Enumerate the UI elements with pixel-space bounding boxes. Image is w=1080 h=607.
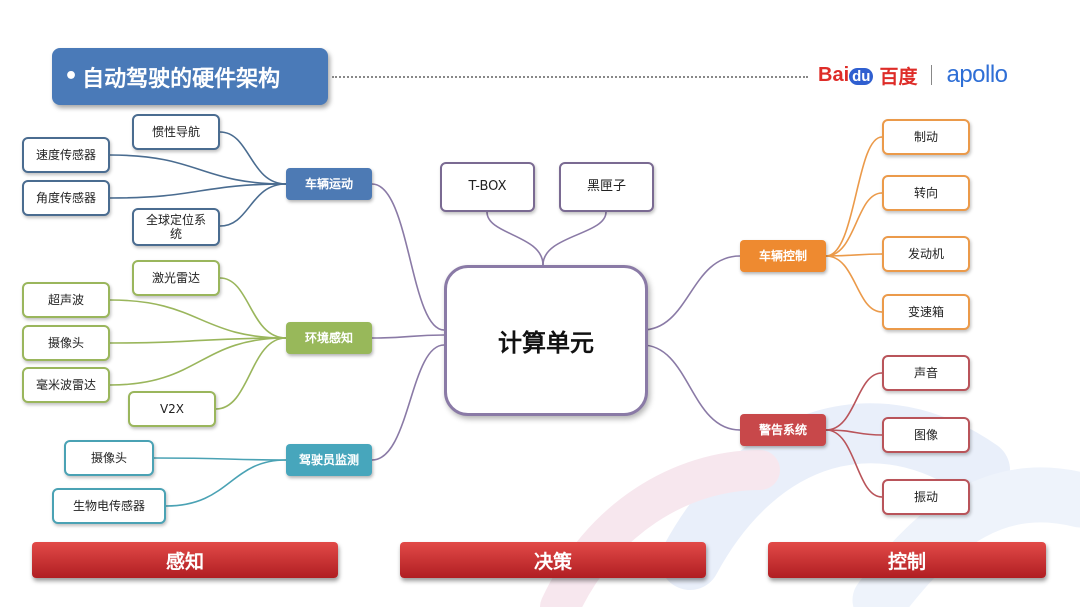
node-inertial-navigation: 惯性导航 xyxy=(132,114,220,150)
connector-center-environment xyxy=(371,334,445,339)
connector-driver-bio xyxy=(165,459,287,507)
hub-warning-system: 警告系统 xyxy=(740,414,826,446)
connector-center-tbox xyxy=(486,211,544,266)
node-gearbox: 变速箱 xyxy=(882,294,970,330)
connector-warning-vibration xyxy=(825,429,883,498)
node-ultrasonic: 超声波 xyxy=(22,282,110,318)
connector-env-mmwave xyxy=(109,337,287,386)
node-engine: 发动机 xyxy=(882,236,970,272)
connector-center-blackbox xyxy=(542,211,607,266)
connector-warning-sound xyxy=(825,372,883,431)
connector-env-camera xyxy=(109,337,287,344)
connector-motion-inertial xyxy=(219,131,287,185)
connector-motion-gps xyxy=(219,183,287,227)
node-brake: 制动 xyxy=(882,119,970,155)
connector-control-steer xyxy=(825,192,883,257)
background-apollo-watermark xyxy=(540,403,1080,607)
node-tbox: T-BOX xyxy=(440,162,535,212)
connector-warning-image xyxy=(825,429,883,436)
connector-control-brake xyxy=(825,136,883,257)
baidu-paw-icon: du xyxy=(849,67,874,85)
connector-control-gearbox xyxy=(825,255,883,313)
node-camera: 摄像头 xyxy=(22,325,110,361)
connector-env-ultrasonic xyxy=(109,299,287,339)
node-sound: 声音 xyxy=(882,355,970,391)
node-angle-sensor: 角度传感器 xyxy=(22,180,110,216)
node-lidar: 激光雷达 xyxy=(132,260,220,296)
node-image: 图像 xyxy=(882,417,970,453)
node-steering: 转向 xyxy=(882,175,970,211)
baidu-cn-text: 百度 xyxy=(879,65,918,88)
connector-center-warning xyxy=(641,344,741,431)
connector-driver-camera xyxy=(153,457,287,461)
node-v2x: V2X xyxy=(128,391,216,427)
node-driver-camera: 摄像头 xyxy=(64,440,154,476)
title-text: 自动驾驶的硬件架构 xyxy=(82,66,281,92)
node-mmwave-radar: 毫米波雷达 xyxy=(22,367,110,403)
connector-center-driver-monitor xyxy=(371,344,445,461)
connector-motion-angle xyxy=(109,183,287,199)
hub-vehicle-motion: 车辆运动 xyxy=(286,168,372,200)
connector-env-v2x xyxy=(215,337,287,410)
node-bio-sensor: 生物电传感器 xyxy=(52,488,166,524)
node-gps: 全球定位系统 xyxy=(132,208,220,246)
brand-divider xyxy=(931,65,933,85)
connector-motion-speed xyxy=(109,154,287,185)
center-node-compute-unit: 计算单元 xyxy=(444,265,648,416)
hub-vehicle-control: 车辆控制 xyxy=(740,240,826,272)
hub-environment-perception: 环境感知 xyxy=(286,322,372,354)
page-title: • 自动驾驶的硬件架构 xyxy=(52,48,328,105)
apollo-logo: apollo xyxy=(946,61,1008,88)
node-blackbox: 黑匣子 xyxy=(559,162,654,212)
connector-center-vehicle-control xyxy=(641,255,741,331)
footer-control: 控制 xyxy=(768,542,1046,578)
title-dotted-rule xyxy=(332,76,808,78)
footer-perception: 感知 xyxy=(32,542,338,578)
connector-env-lidar xyxy=(219,277,287,339)
connector-control-engine xyxy=(825,253,883,257)
footer-decision: 决策 xyxy=(400,542,706,578)
hub-driver-monitor: 驾驶员监测 xyxy=(286,444,372,476)
title-bullet: • xyxy=(64,64,79,89)
node-vibration: 振动 xyxy=(882,479,970,515)
node-speed-sensor: 速度传感器 xyxy=(22,137,110,173)
connector-center-vehicle-motion xyxy=(371,183,445,331)
